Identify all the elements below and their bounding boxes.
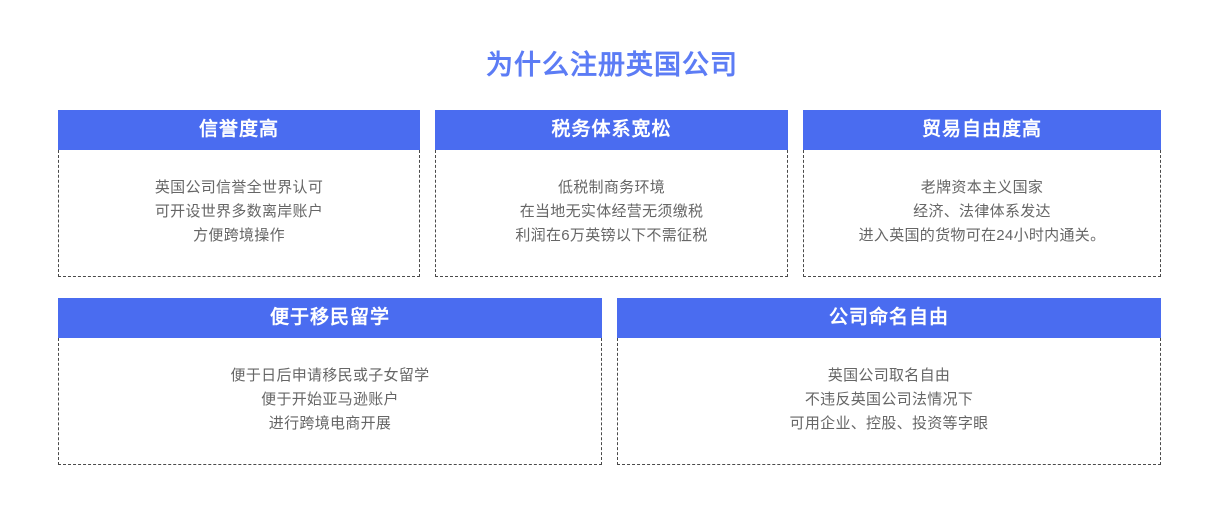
card-body-line: 在当地无实体经营无须缴税: [519, 203, 704, 220]
card-row-2: 便于移民留学 便于日后申请移民或子女留学 便于开始亚马逊账户 进行跨境电商开展 …: [58, 298, 1161, 465]
benefit-cards-area: 信誉度高 英国公司信誉全世界认可 可开设世界多数离岸账户 方便跨境操作 税务体系…: [58, 110, 1161, 465]
card-body-line: 老牌资本主义国家: [920, 179, 1044, 196]
card-body-line: 英国公司取名自由: [827, 367, 951, 384]
card-body-line: 进入英国的货物可在24小时内通关。: [858, 227, 1106, 244]
card-body-line: 经济、法律体系发达: [913, 203, 1051, 220]
card-header-title: 便于移民留学: [58, 298, 602, 338]
card-body-line: 低税制商务环境: [557, 179, 666, 196]
card-body: 英国公司信誉全世界认可 可开设世界多数离岸账户 方便跨境操作: [58, 150, 420, 277]
card-body: 老牌资本主义国家 经济、法律体系发达 进入英国的货物可在24小时内通关。: [803, 150, 1161, 277]
card-row-1: 信誉度高 英国公司信誉全世界认可 可开设世界多数离岸账户 方便跨境操作 税务体系…: [58, 110, 1161, 277]
card-body-line: 利润在6万英镑以下不需征税: [515, 227, 708, 244]
card-body-line: 便于开始亚马逊账户: [261, 391, 399, 408]
card-body-line: 便于日后申请移民或子女留学: [230, 367, 430, 384]
card-body: 便于日后申请移民或子女留学 便于开始亚马逊账户 进行跨境电商开展: [58, 338, 602, 465]
card-body-line: 可用企业、控股、投资等字眼: [789, 415, 989, 432]
benefit-card-tax-system[interactable]: 税务体系宽松 低税制商务环境 在当地无实体经营无须缴税 利润在6万英镑以下不需征…: [435, 110, 788, 277]
benefit-card-credibility[interactable]: 信誉度高 英国公司信誉全世界认可 可开设世界多数离岸账户 方便跨境操作: [58, 110, 420, 277]
card-body: 英国公司取名自由 不违反英国公司法情况下 可用企业、控股、投资等字眼: [617, 338, 1161, 465]
card-body-line: 方便跨境操作: [193, 227, 285, 244]
card-body-line: 不违反英国公司法情况下: [804, 391, 974, 408]
card-header-title: 信誉度高: [58, 110, 420, 150]
card-body: 低税制商务环境 在当地无实体经营无须缴税 利润在6万英镑以下不需征税: [435, 150, 788, 277]
benefit-card-immigration-study[interactable]: 便于移民留学 便于日后申请移民或子女留学 便于开始亚马逊账户 进行跨境电商开展: [58, 298, 602, 465]
card-header-title: 税务体系宽松: [435, 110, 788, 150]
card-header-title: 公司命名自由: [617, 298, 1161, 338]
benefit-card-trade-freedom[interactable]: 贸易自由度高 老牌资本主义国家 经济、法律体系发达 进入英国的货物可在24小时内…: [803, 110, 1161, 277]
card-body-line: 英国公司信誉全世界认可: [154, 179, 324, 196]
card-header-title: 贸易自由度高: [803, 110, 1161, 150]
card-body-line: 可开设世界多数离岸账户: [154, 203, 324, 220]
benefit-card-naming-freedom[interactable]: 公司命名自由 英国公司取名自由 不违反英国公司法情况下 可用企业、控股、投资等字…: [617, 298, 1161, 465]
card-body-line: 进行跨境电商开展: [268, 415, 392, 432]
page-title: 为什么注册英国公司: [486, 50, 738, 80]
